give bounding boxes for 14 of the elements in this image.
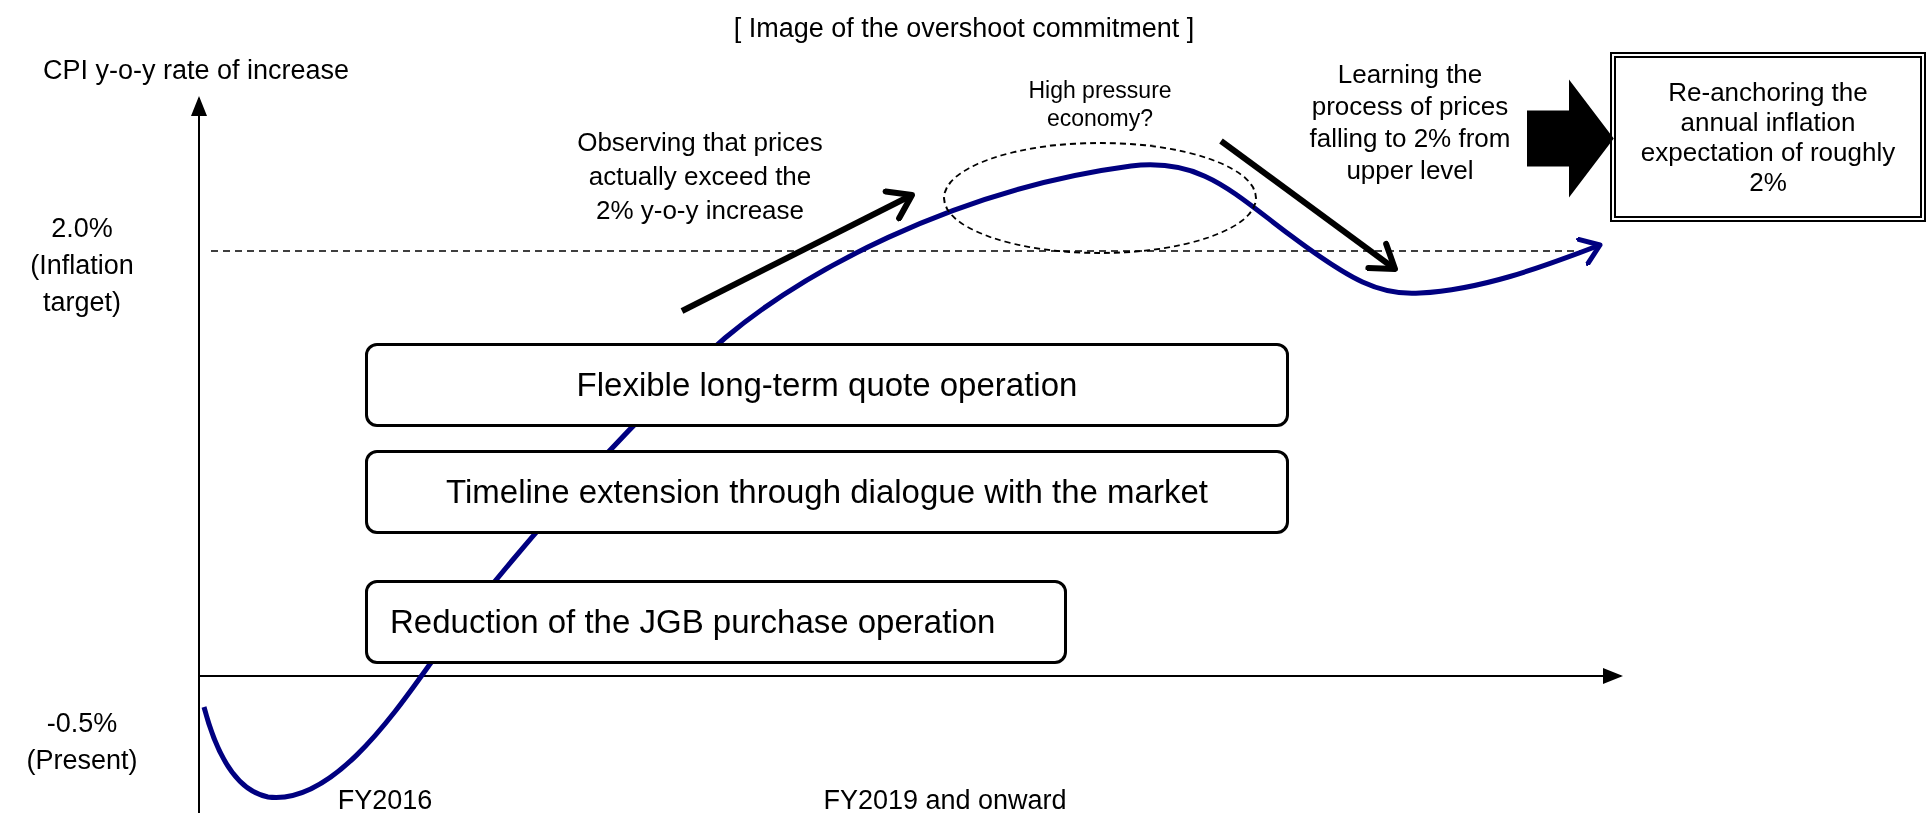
axis-label: CPI y-o-y rate of increase bbox=[41, 54, 351, 87]
annotation-text: Learning the process of prices falling to 2% from upper level bbox=[1290, 58, 1530, 198]
axis-label: Observing that prices actually exceed the 2% y-o-y increase bbox=[577, 126, 823, 227]
axis-label: FY2016 bbox=[336, 784, 434, 813]
callout-text: High pressure economy? bbox=[1027, 76, 1173, 132]
axis-label: -0.5% (Present) bbox=[25, 707, 139, 777]
axis-label: FY2019 and onward bbox=[822, 784, 1068, 813]
policy-box: Flexible long-term quote operation bbox=[365, 343, 1289, 427]
policy-box: Timeline extension through dialogue with the market bbox=[365, 450, 1289, 534]
axis-label: 2.0% (Inflation target) bbox=[29, 212, 135, 319]
policy-box: Reduction of the JGB purchase operation bbox=[365, 580, 1067, 664]
diagram-title: [ Image of the overshoot commitment ] bbox=[732, 12, 1196, 44]
block-arrow bbox=[1527, 79, 1614, 198]
outcome-box: Re-anchoring the annual inflation expectation of roughly 2% bbox=[1610, 52, 1926, 222]
